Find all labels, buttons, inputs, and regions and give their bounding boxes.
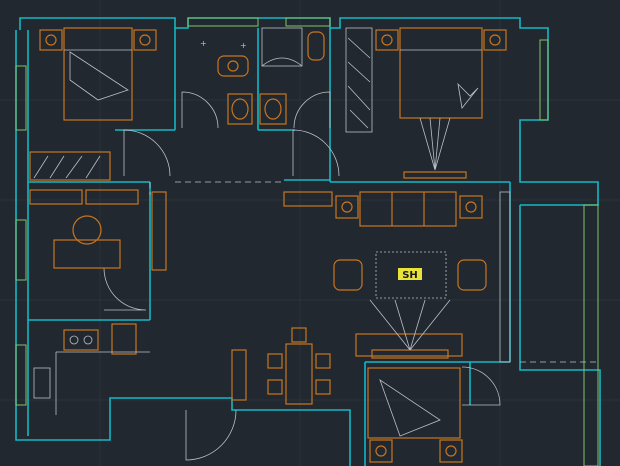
dining: [231, 327, 331, 405]
bedroom-top-left: [29, 27, 157, 181]
svg-text:+: +: [240, 41, 247, 50]
bathroom-right: [259, 27, 325, 125]
bedroom-top-right: [345, 27, 507, 179]
bathroom-left: + +: [200, 39, 253, 125]
center-label: SH: [402, 270, 418, 281]
living-room: SH: [283, 191, 511, 363]
bedroom-bottom-right: [367, 367, 463, 463]
dashed-lines: [149, 181, 600, 363]
windows: [15, 17, 599, 466]
study: [29, 189, 167, 271]
kitchen: [33, 323, 150, 415]
doors: [103, 91, 501, 461]
walls: [15, 17, 601, 466]
svg-text:+: +: [200, 39, 207, 48]
